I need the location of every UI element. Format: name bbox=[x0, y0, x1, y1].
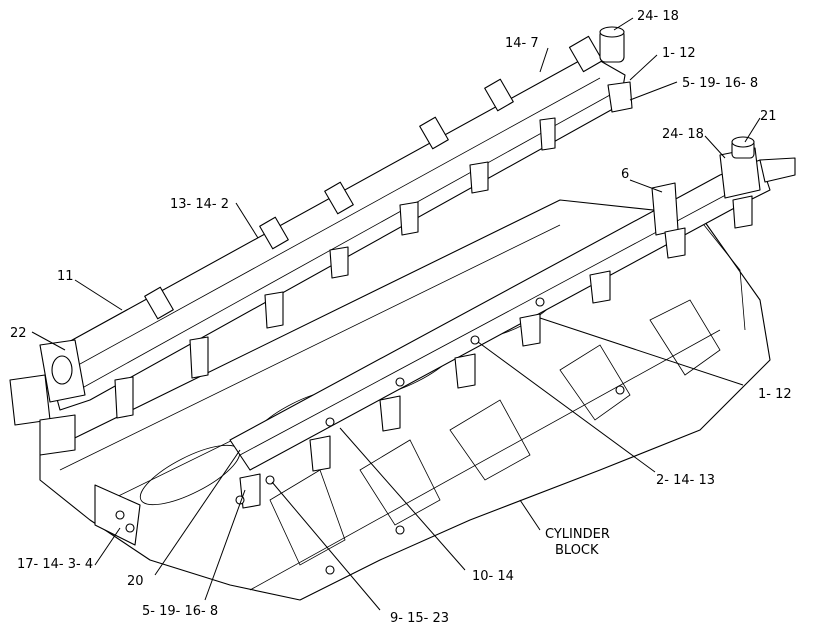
callout-17-14-3-4: 17- 14- 3- 4 bbox=[17, 557, 93, 572]
callout-labels: 24- 18 14- 7 1- 12 5- 19- 16- 8 21 24- 1… bbox=[10, 9, 792, 626]
leader-lines bbox=[31, 17, 761, 611]
callout-block: BLOCK bbox=[555, 543, 599, 558]
left-fuel-rail bbox=[9, 26, 633, 456]
callout-21: 21 bbox=[760, 109, 777, 124]
cover-plate bbox=[94, 484, 141, 546]
callout-2-14-13: 2- 14- 13 bbox=[656, 473, 715, 488]
callout-1-12-top: 1- 12 bbox=[662, 46, 696, 61]
callout-1-12-right: 1- 12 bbox=[758, 387, 792, 402]
callout-10-14: 10- 14 bbox=[472, 569, 514, 584]
callout-9-15-23: 9- 15- 23 bbox=[390, 611, 449, 626]
callout-5-19-16-8-bottom: 5- 19- 16- 8 bbox=[142, 604, 218, 619]
callout-24-18-top: 24- 18 bbox=[637, 9, 679, 24]
callout-22: 22 bbox=[10, 326, 27, 341]
callout-cylinder: CYLINDER bbox=[545, 527, 610, 542]
callout-14-7: 14- 7 bbox=[505, 36, 539, 51]
callout-20: 20 bbox=[127, 574, 144, 589]
callout-24-18-right: 24- 18 bbox=[662, 127, 704, 142]
callout-5-19-16-8-top: 5- 19- 16- 8 bbox=[682, 76, 758, 91]
callout-11: 11 bbox=[57, 269, 74, 284]
right-fuel-rail bbox=[229, 136, 796, 575]
cylinder-block bbox=[39, 199, 771, 601]
callout-6: 6 bbox=[621, 167, 629, 182]
callout-13-14-2: 13- 14- 2 bbox=[170, 197, 229, 212]
